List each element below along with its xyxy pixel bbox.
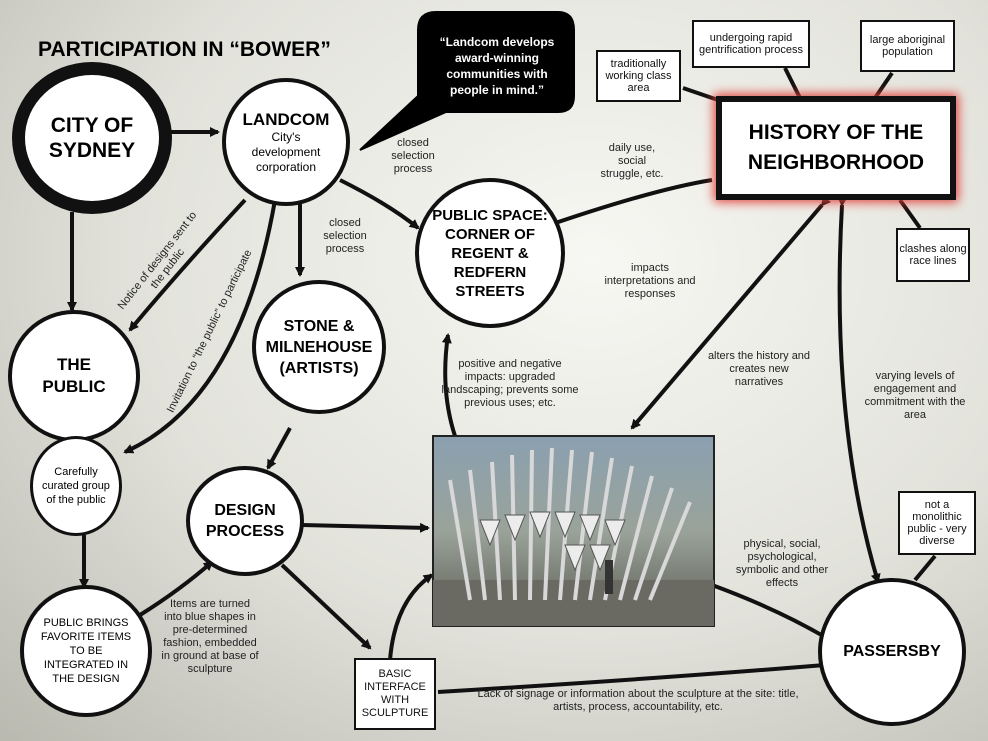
line-history-d	[898, 198, 922, 230]
label-closed-selection-2: closed selection process	[323, 217, 367, 255]
arrow-design-photo	[301, 522, 430, 533]
arrow-history-passersby	[837, 196, 881, 584]
arrow-history-space	[533, 178, 713, 233]
label-daily-use: daily use, social struggle, etc.	[600, 142, 664, 180]
arrow-invitation	[123, 199, 277, 454]
arrow-design-interface	[280, 563, 372, 650]
label-varying-levels: varying levels of engagement and commitm…	[864, 370, 966, 421]
node-city-of-sydney: CITY OF SYDNEY	[12, 62, 172, 214]
node-artists-label: STONE & MILNEHOUSE (ARTISTS)	[265, 317, 373, 377]
node-the-public: THE PUBLIC	[8, 310, 140, 442]
quote-bubble-shape	[359, 11, 575, 151]
arrow-stone-design	[266, 427, 292, 470]
sculpture-photo-shape	[432, 435, 715, 627]
arrow-history-photo	[630, 195, 831, 430]
node-history-label: HISTORY OF THE NEIGHBORHOOD	[747, 121, 925, 174]
node-curated-group: Carefully curated group of the public	[30, 436, 122, 536]
node-landcom: LANDCOM City's development corporation	[222, 78, 350, 206]
arrow-photo-passersby	[711, 583, 832, 642]
node-passersby: PASSERSBY	[818, 578, 966, 726]
label-positive-negative: positive and negative impacts: upgraded …	[441, 358, 579, 409]
node-design-process: DESIGN PROCESS	[186, 466, 304, 576]
line-history-a	[682, 86, 719, 102]
label-lack-of-signage: Lack of signage or information about the…	[477, 688, 799, 713]
history-box-working-class: traditionally working class area	[596, 50, 681, 102]
node-city-label: CITY OF SYDNEY	[48, 114, 136, 162]
node-passersby-label: PASSERSBY	[843, 643, 941, 660]
label-closed-selection-1: closed selection process	[391, 137, 435, 175]
line-passersby-interface	[437, 663, 826, 694]
label-alters-history: alters the history and creates new narra…	[707, 350, 811, 388]
label-items-blue-shapes: Items are turned into blue shapes in pre…	[161, 598, 259, 675]
quote-text: “Landcom develops award-winning communit…	[439, 35, 555, 97]
arrow-notice	[128, 198, 247, 332]
history-box-race-clashes: clashes along race lines	[896, 228, 970, 282]
node-public-space-label: PUBLIC SPACE: CORNER OF REGENT & REDFERN…	[432, 206, 548, 300]
line-passersby-diverse	[913, 554, 937, 582]
node-brings-label: PUBLIC BRINGS FAVORITE ITEMS TO BE INTEG…	[40, 617, 132, 685]
arrow-landcom-space	[339, 178, 420, 230]
arrow-interface-photo	[388, 573, 434, 661]
node-public-brings: PUBLIC BRINGS FAVORITE ITEMS TO BE INTEG…	[20, 585, 152, 717]
line-history-b	[783, 67, 802, 99]
label-physical-effects: physical, social, psychological, symboli…	[735, 538, 829, 589]
node-curated-label: Carefully curated group of the public	[42, 466, 110, 506]
node-design-label: DESIGN PROCESS	[205, 502, 285, 540]
history-box-aboriginal: large aboriginal population	[860, 20, 955, 72]
node-basic-interface: BASIC INTERFACE WITH SCULPTURE	[354, 658, 436, 730]
label-impacts: impacts interpretations and responses	[604, 262, 696, 300]
node-landcom-title: LANDCOM	[242, 109, 330, 129]
node-public-space: PUBLIC SPACE: CORNER OF REGENT & REDFERN…	[415, 178, 565, 328]
node-artists: STONE & MILNEHOUSE (ARTISTS)	[252, 280, 386, 414]
history-box-gentrification: undergoing rapid gentrification process	[692, 20, 810, 68]
line-history-c	[873, 71, 894, 100]
node-history: HISTORY OF THE NEIGHBORHOOD	[716, 96, 956, 200]
node-the-public-label: THE PUBLIC	[42, 355, 106, 396]
arrow-photo-space	[441, 333, 457, 437]
arrow-brings-design	[138, 560, 214, 617]
passersby-box-diverse: not a monolithic public - very diverse	[898, 491, 976, 555]
node-landcom-sub: City's development corporation	[251, 129, 321, 174]
diagram-title: PARTICIPATION IN “BOWER”	[38, 38, 331, 61]
